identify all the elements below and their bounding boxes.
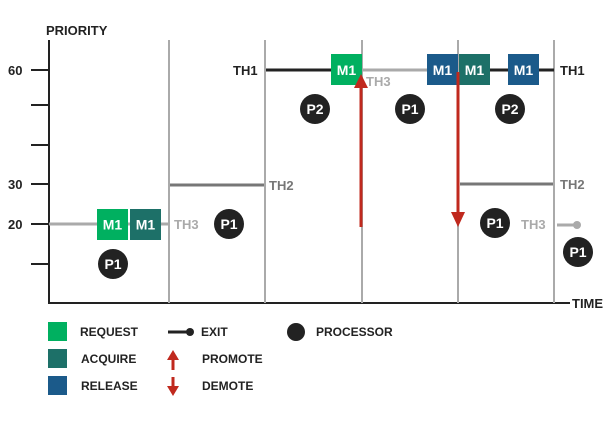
y-tick-30: 30: [8, 177, 22, 192]
processor-label: P2: [306, 101, 323, 117]
processor-label: P1: [401, 101, 418, 117]
m1-label: M1: [433, 62, 453, 78]
y-tick-60: 60: [8, 63, 22, 78]
demote-arrowhead: [451, 212, 465, 227]
processor-legend-icon: [287, 323, 305, 341]
th3-label: TH3: [366, 74, 391, 89]
m1-acquire-block: [130, 209, 161, 240]
m1-release-block: [508, 54, 539, 85]
m1-label: M1: [337, 62, 357, 78]
processor-icon: [495, 94, 525, 124]
y-axis-label: PRIORITY: [46, 23, 108, 38]
th2-label: TH2: [560, 177, 585, 192]
legend: REQUEST ACQUIRE RELEASE EXIT PROMOTE DEM…: [48, 322, 393, 396]
legend-release: RELEASE: [81, 379, 138, 393]
m1-release-block: [427, 54, 458, 85]
th3-label: TH3: [521, 217, 546, 232]
legend-promote: PROMOTE: [202, 352, 263, 366]
legend-request: REQUEST: [80, 325, 139, 339]
processor-label: P1: [104, 256, 121, 272]
legend-demote: DEMOTE: [202, 379, 253, 393]
m1-label: M1: [103, 217, 123, 233]
th3-label: TH3: [174, 217, 199, 232]
release-swatch: [48, 376, 67, 395]
exit-dot-icon: [186, 328, 194, 336]
m1-request-block: [97, 209, 128, 240]
y-ticks: [31, 69, 49, 265]
processor-icon: [300, 94, 330, 124]
th1-label: TH1: [233, 63, 258, 78]
promote-icon-head: [167, 350, 179, 360]
x-axis-label: TIME: [572, 296, 603, 311]
legend-exit: EXIT: [201, 325, 228, 339]
exit-dot: [573, 221, 581, 229]
demote-icon-head: [167, 386, 179, 396]
acquire-swatch: [48, 349, 67, 368]
y-tick-20: 20: [8, 217, 22, 232]
processor-icon: [214, 209, 244, 239]
m1-request-block: [331, 54, 362, 85]
processor-icon: [98, 249, 128, 279]
processor-label: P1: [220, 216, 237, 232]
m1-label: M1: [136, 217, 156, 233]
th2-label: TH2: [269, 178, 294, 193]
legend-processor: PROCESSOR: [316, 325, 393, 339]
m1-acquire-block: [459, 54, 490, 85]
m1-label: M1: [465, 62, 485, 78]
processor-icon: [395, 94, 425, 124]
processor-label: P1: [486, 215, 503, 231]
m1-label: M1: [514, 62, 534, 78]
processor-icon: [563, 237, 593, 267]
promote-arrowhead: [354, 74, 368, 88]
processor-icon: [480, 208, 510, 238]
request-swatch: [48, 322, 67, 341]
processor-label: P2: [501, 101, 518, 117]
legend-acquire: ACQUIRE: [81, 352, 136, 366]
th1-label: TH1: [560, 63, 585, 78]
processor-label: P1: [569, 244, 586, 260]
